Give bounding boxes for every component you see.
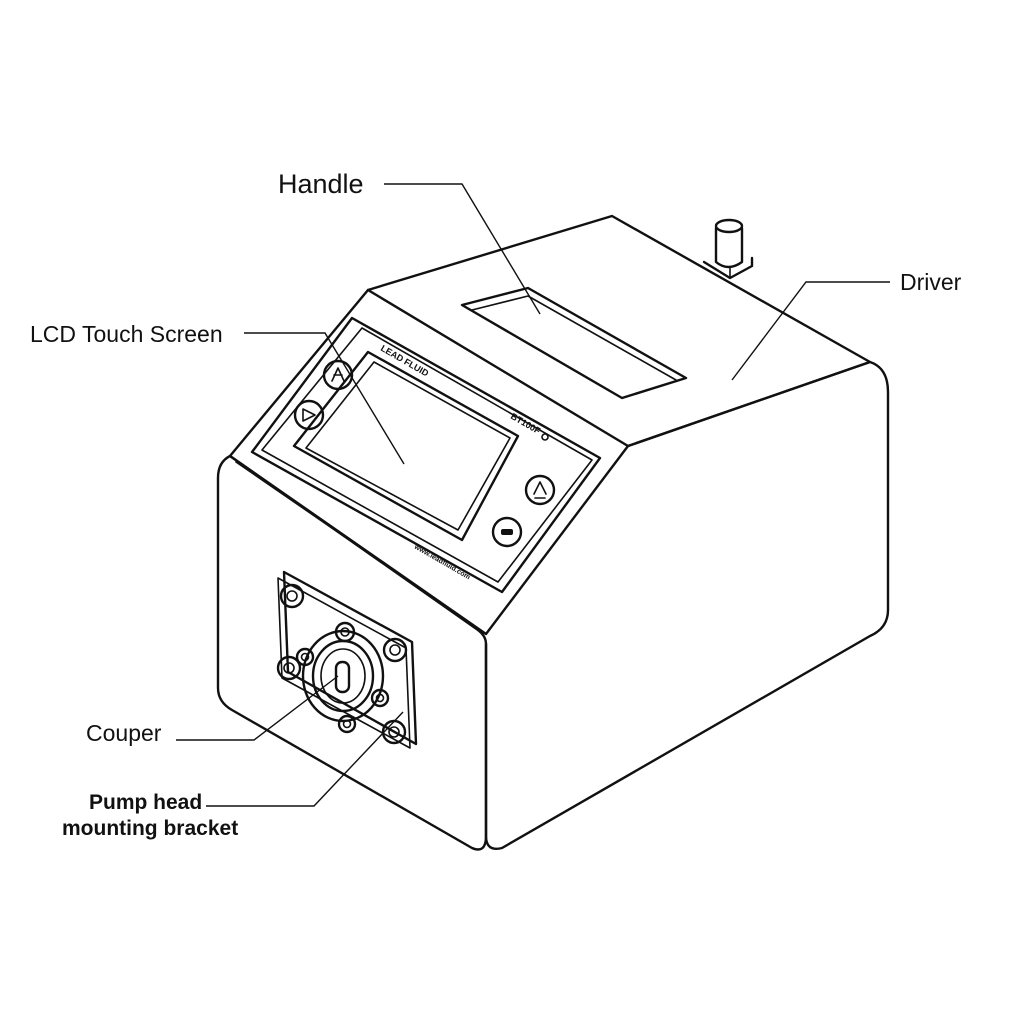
label-lcd-touch-screen: LCD Touch Screen — [30, 321, 223, 347]
stop-button[interactable] — [491, 516, 523, 548]
driver-shaft — [702, 218, 754, 280]
bracket-screw — [276, 655, 302, 681]
play-arrow-button[interactable] — [293, 399, 325, 431]
leader-pump-head — [206, 711, 404, 807]
bracket-screw — [382, 637, 408, 663]
label-couper: Couper — [86, 720, 162, 746]
top-face — [366, 214, 872, 448]
handle-recess — [460, 286, 688, 400]
up-arrow-button[interactable] — [322, 359, 354, 391]
leader-lines — [176, 183, 890, 807]
pump-body — [216, 214, 890, 851]
leader-lcd — [244, 332, 405, 465]
leader-handle — [384, 183, 541, 315]
direction-arrow-button[interactable] — [524, 474, 556, 506]
label-pump-head-line1: Pump head — [89, 791, 202, 814]
coupler — [295, 621, 390, 734]
label-driver: Driver — [900, 269, 962, 295]
pump-head-mounting-bracket — [276, 570, 418, 749]
label-pump-head-line2: mounting bracket — [62, 817, 238, 840]
leader-driver — [731, 281, 890, 381]
label-handle: Handle — [278, 169, 364, 199]
leader-couper — [176, 675, 339, 741]
bracket-screw — [279, 583, 305, 609]
front-lower-face — [216, 454, 488, 851]
indicator-led — [541, 433, 549, 441]
front-sloped-face — [228, 288, 630, 636]
right-side-face — [484, 360, 890, 850]
